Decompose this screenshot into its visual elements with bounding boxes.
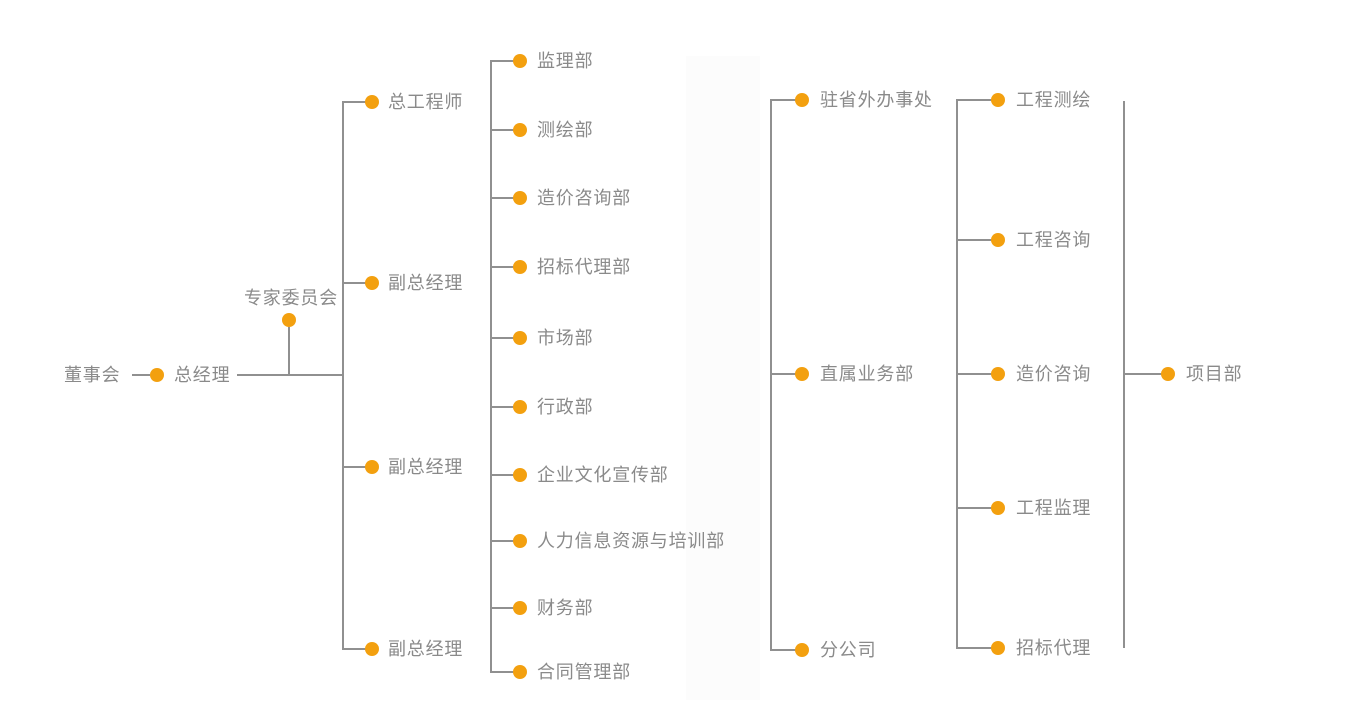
node-dot: [365, 95, 379, 109]
connector-line: [343, 466, 366, 468]
node-dept-surveying-mapping: 测绘部: [537, 120, 594, 140]
node-dept-administration: 行政部: [537, 397, 594, 417]
node-out-of-province-office: 驻省外办事处: [820, 90, 933, 110]
connector-line: [771, 649, 796, 651]
node-dot: [991, 641, 1005, 655]
node-dot: [795, 643, 809, 657]
connector-line: [491, 406, 514, 408]
connector-line: [343, 282, 366, 284]
connector-expert-committee: [288, 327, 290, 375]
node-deputy-gm-2: 副总经理: [388, 457, 464, 477]
node-dot: [365, 642, 379, 656]
node-branch-company: 分公司: [820, 640, 877, 660]
node-dot: [513, 400, 527, 414]
connector-line: [491, 60, 514, 62]
connector-line: [491, 337, 514, 339]
spine-departments: [490, 60, 492, 673]
connector-line: [491, 474, 514, 476]
node-general-manager: 总经理: [174, 365, 231, 385]
connector-line: [1124, 373, 1162, 375]
node-chief-engineer: 总工程师: [388, 92, 464, 112]
node-dot: [513, 468, 527, 482]
node-dot: [991, 233, 1005, 247]
connector-line: [957, 647, 992, 649]
node-dot: [513, 665, 527, 679]
node-dot: [282, 313, 296, 327]
node-engineering-supervision: 工程监理: [1016, 498, 1092, 518]
spine-executives: [342, 101, 344, 650]
node-engineering-survey: 工程测绘: [1016, 90, 1092, 110]
node-dot: [513, 191, 527, 205]
node-deputy-gm-1: 副总经理: [388, 273, 464, 293]
trunk-line: [237, 374, 343, 376]
node-dept-contract-management: 合同管理部: [537, 662, 631, 682]
node-dot: [513, 601, 527, 615]
node-dept-hr-training: 人力信息资源与培训部: [537, 531, 725, 551]
node-project-department: 项目部: [1186, 364, 1243, 384]
node-cost-consulting: 造价咨询: [1016, 364, 1092, 384]
node-expert-committee: 专家委员会: [244, 288, 338, 308]
node-dept-supervision: 监理部: [537, 51, 594, 71]
node-dept-cost-consulting: 造价咨询部: [537, 188, 631, 208]
connector-line: [491, 266, 514, 268]
connector-line: [491, 540, 514, 542]
node-deputy-gm-3: 副总经理: [388, 639, 464, 659]
node-bidding-agency: 招标代理: [1016, 638, 1092, 658]
node-dot: [513, 331, 527, 345]
connector-line: [491, 197, 514, 199]
connector-line: [957, 507, 992, 509]
node-dot: [513, 534, 527, 548]
connector-line: [957, 239, 992, 241]
background-band: [686, 56, 760, 700]
connector-line: [771, 373, 796, 375]
node-dept-bidding-agency: 招标代理部: [537, 257, 631, 277]
node-dot: [513, 54, 527, 68]
connector-line: [343, 648, 366, 650]
node-engineering-consulting: 工程咨询: [1016, 230, 1092, 250]
node-dot: [795, 93, 809, 107]
node-dot: [513, 260, 527, 274]
node-dot: [991, 93, 1005, 107]
node-dot: [365, 460, 379, 474]
node-dot: [150, 368, 164, 382]
node-dot: [991, 501, 1005, 515]
connector-line: [491, 129, 514, 131]
connector-board-gm: [132, 374, 150, 376]
node-direct-business-dept: 直属业务部: [820, 364, 914, 384]
node-dept-corporate-culture: 企业文化宣传部: [537, 465, 669, 485]
connector-line: [491, 607, 514, 609]
node-board-of-directors: 董事会: [64, 365, 121, 385]
node-dot: [1161, 367, 1175, 381]
node-dept-marketing: 市场部: [537, 328, 594, 348]
spine-business-units: [770, 99, 772, 651]
connector-line: [343, 101, 366, 103]
node-dot: [991, 367, 1005, 381]
connector-line: [491, 671, 514, 673]
connector-line: [957, 373, 992, 375]
connector-line: [957, 99, 992, 101]
node-dot: [365, 276, 379, 290]
node-dot: [513, 123, 527, 137]
node-dot: [795, 367, 809, 381]
node-dept-finance: 财务部: [537, 598, 594, 618]
connector-line: [771, 99, 796, 101]
